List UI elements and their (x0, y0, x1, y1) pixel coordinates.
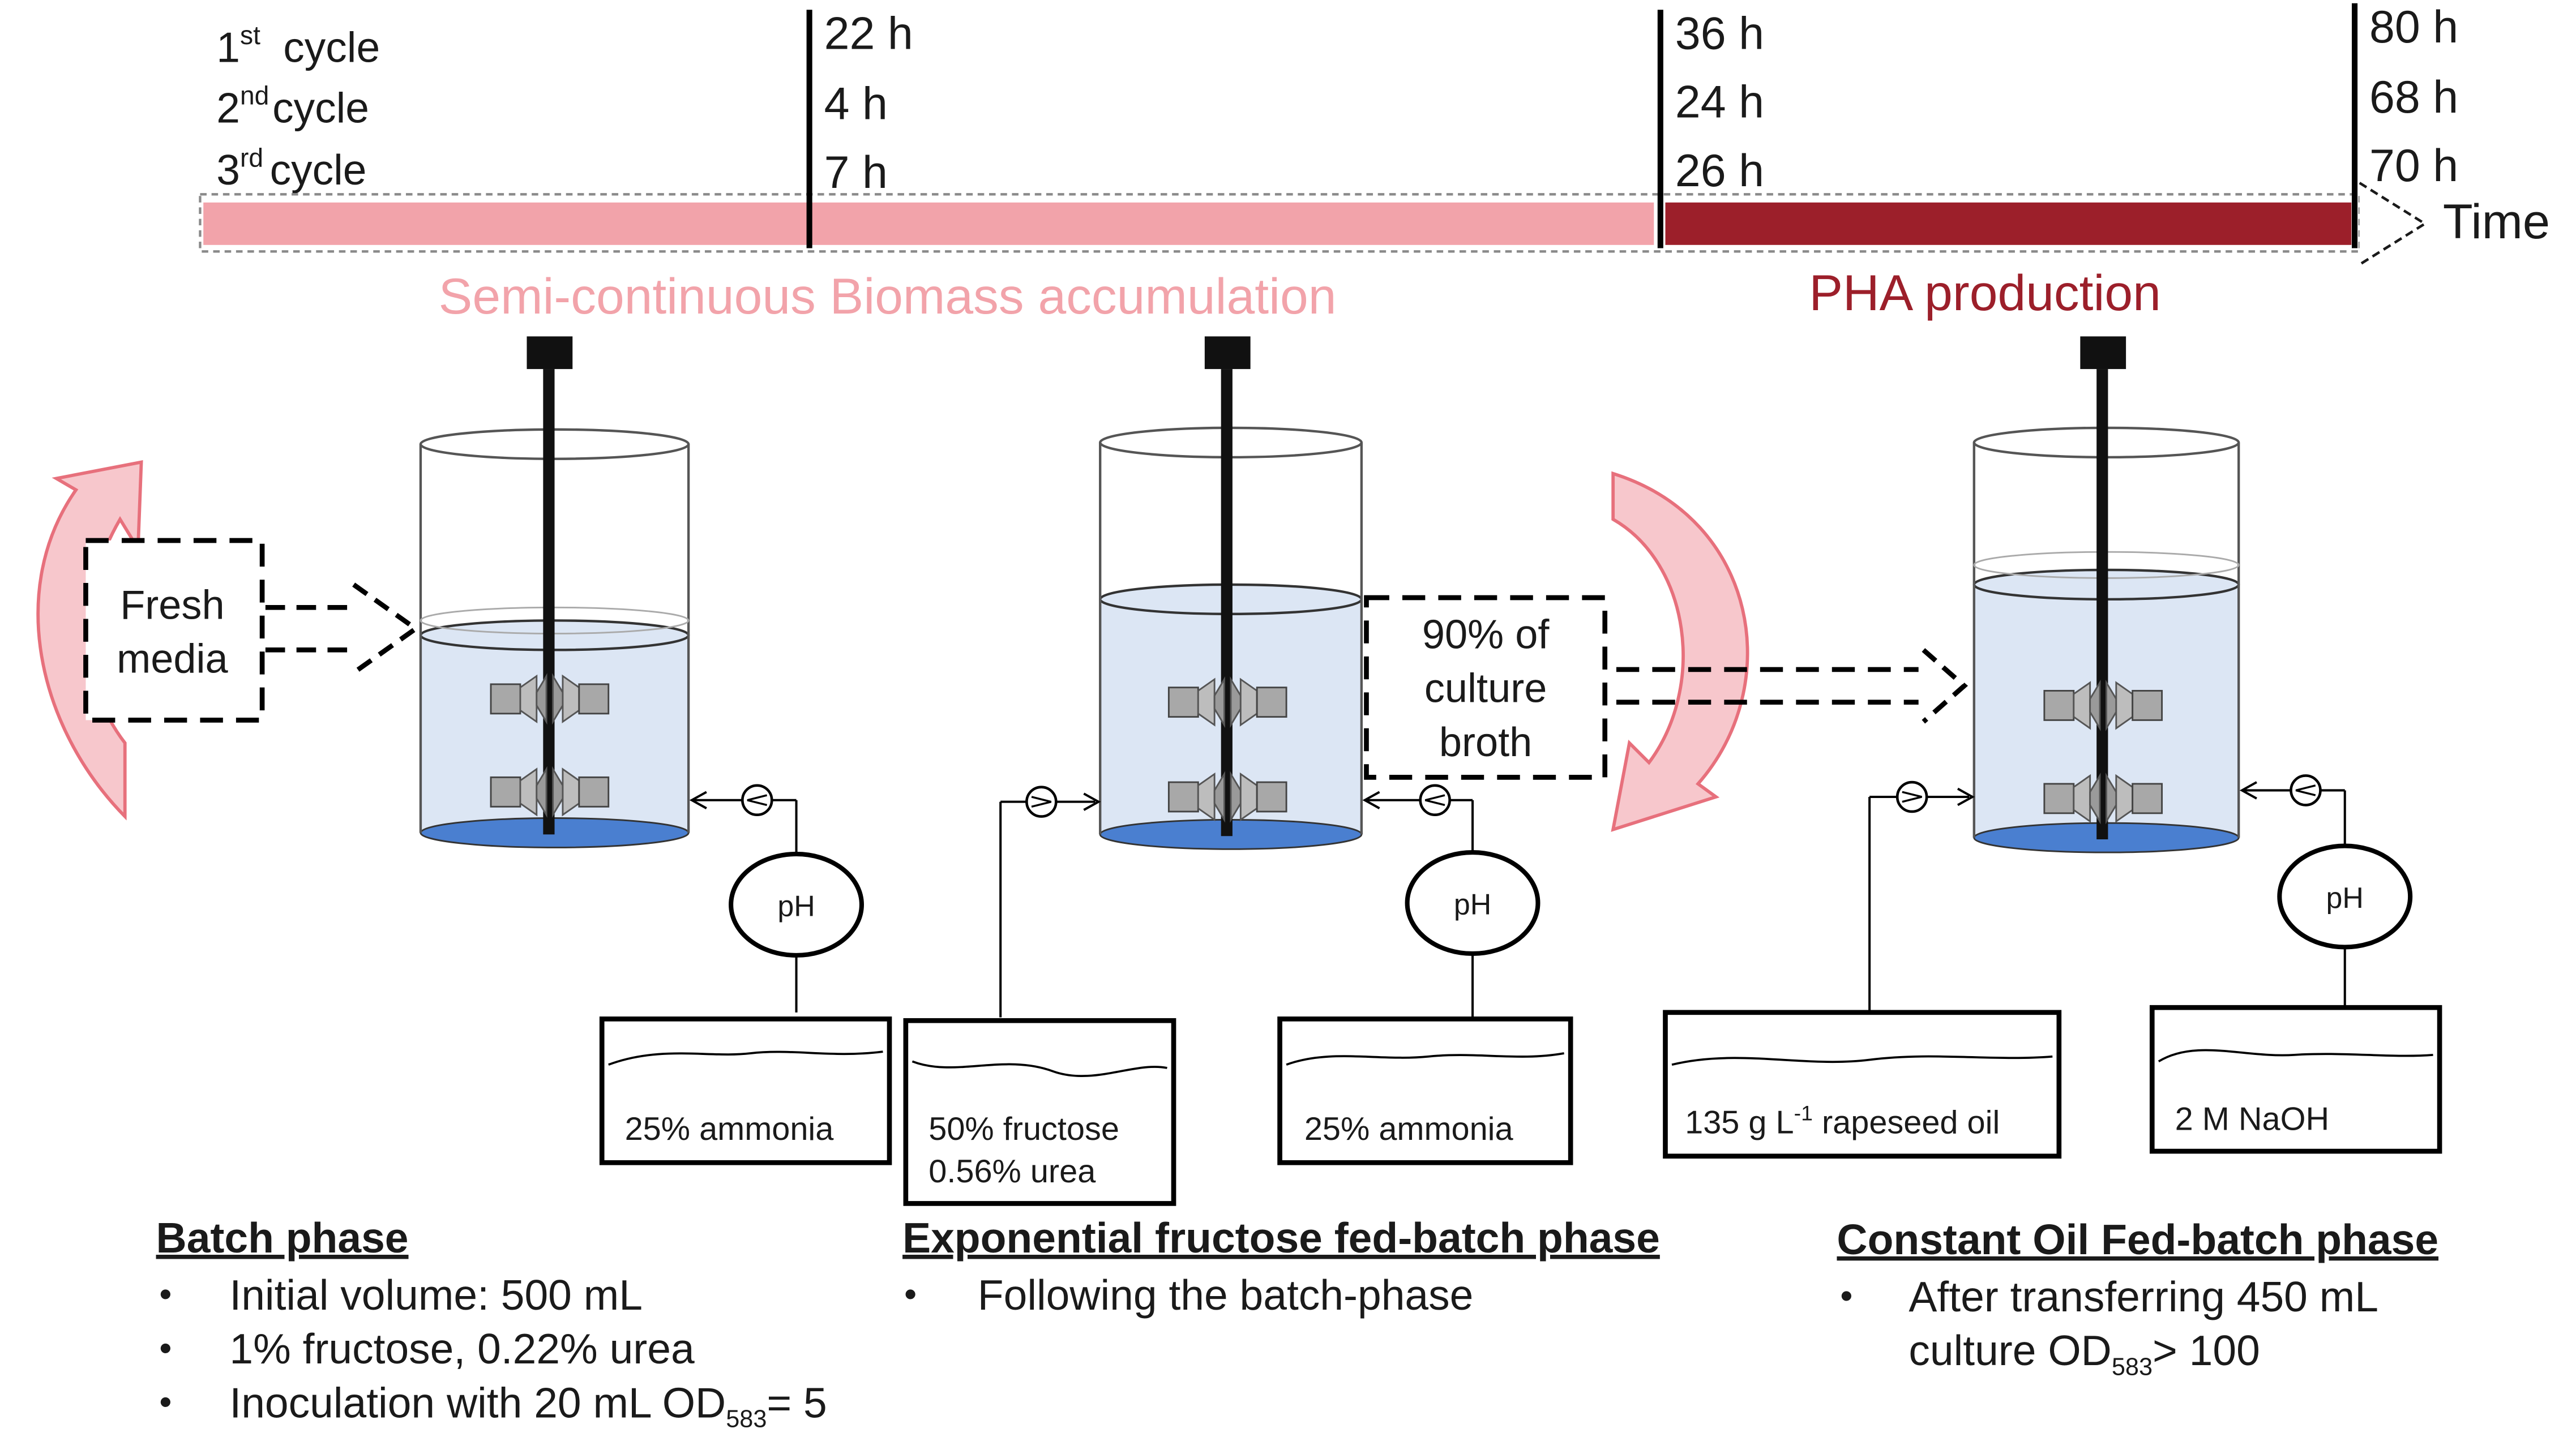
ph-sensor-3: pH (2277, 843, 2413, 950)
svg-text:After transferring 450 mL: After transferring 450 mL (1909, 1273, 2378, 1320)
oil-feed-line (1868, 787, 1975, 1011)
svg-text:pH: pH (777, 890, 815, 923)
oil-phase-title: Constant Oil Fed-batch phase (1837, 1216, 2438, 1263)
duration-1-third: 80 h (2369, 2, 2458, 53)
svg-text:0.56% urea: 0.56% urea (928, 1153, 1096, 1190)
duration-3-second: 26 h (1675, 145, 1764, 196)
duration-2-first: 4 h (824, 79, 888, 130)
feed-bottle-naoh: 2 M NaOH (2149, 1005, 2442, 1154)
svg-text:50% fructose: 50% fructose (928, 1111, 1119, 1147)
batch-phase-title: Batch phase (156, 1214, 409, 1262)
svg-text:135 g L-1 rapeseed oil: 135 g L-1 rapeseed oil (1685, 1101, 2000, 1140)
biomass-phase-title: Semi-continuous Biomass accumulation (439, 268, 1337, 324)
time-label: Time (2443, 195, 2550, 249)
svg-text:broth: broth (1439, 720, 1532, 765)
feed-bottle-ammonia-1: 25% ammonia (599, 1016, 892, 1165)
svg-text:•: • (159, 1383, 172, 1422)
ph-loop-3 (2239, 781, 2346, 1008)
time-arrow-head (2359, 182, 2428, 266)
duration-3-first: 7 h (824, 147, 888, 198)
svg-text:Inoculation with 20 mL OD583=: Inoculation with 20 mL OD583= 5 (229, 1379, 827, 1432)
svg-text:Initial volume: 500 mL: Initial volume: 500 mL (229, 1271, 643, 1319)
oil-phase-description: Constant Oil Fed-batch phase • After tra… (1837, 1216, 2438, 1381)
svg-text:90% of: 90% of (1422, 612, 1550, 657)
pump-icon-4 (1897, 782, 1927, 812)
svg-text:•: • (159, 1328, 172, 1368)
fresh-media-arrow-icon (265, 582, 420, 675)
duration-3-third: 70 h (2369, 140, 2458, 191)
transfer-arrow-icon (1616, 648, 1969, 724)
svg-text:pH: pH (2326, 882, 2364, 915)
reactor-3 (1972, 336, 2240, 853)
ph-sensor-1: pH (729, 851, 864, 958)
svg-text:1% fructose, 0.22% urea: 1% fructose, 0.22% urea (229, 1325, 695, 1372)
duration-2-second: 24 h (1675, 77, 1764, 128)
pha-phase-title: PHA production (1809, 264, 2160, 321)
svg-text:media: media (117, 637, 228, 682)
pump-icon-1 (742, 786, 772, 815)
exponential-phase-title: Exponential fructose fed-batch phase (902, 1214, 1660, 1262)
svg-text:Fresh: Fresh (120, 583, 224, 628)
svg-text:2 M NaOH: 2 M NaOH (2175, 1101, 2329, 1138)
svg-text:•: • (1840, 1276, 1852, 1316)
feed-bottle-rapeseed-oil: 135 g L-1 rapeseed oil (1663, 1010, 2062, 1159)
svg-text:culture: culture (1424, 666, 1547, 711)
batch-phase-description: Batch phase • Initial volume: 500 mL • 1… (156, 1214, 827, 1433)
exponential-phase-description: Exponential fructose fed-batch phase • F… (902, 1214, 1660, 1319)
pha-phase-bar (1665, 202, 2352, 245)
svg-text:Following the batch-phase: Following the batch-phase (978, 1271, 1474, 1319)
ph-sensor-2: pH (1405, 850, 1541, 956)
duration-1-second: 36 h (1675, 8, 1764, 59)
svg-text:pH: pH (1454, 889, 1491, 921)
fresh-media-box: Fresh media (83, 538, 265, 723)
fructose-feed-line (999, 792, 1101, 1018)
svg-text:culture OD583> 100: culture OD583> 100 (1909, 1327, 2260, 1380)
svg-text:•: • (159, 1275, 172, 1314)
svg-text:25% ammonia: 25% ammonia (625, 1111, 835, 1147)
recycle-arrow-right-icon (1611, 471, 1749, 832)
biomass-phase-bar (203, 202, 1654, 245)
ph-loop-1 (689, 791, 798, 1013)
duration-2-third: 68 h (2369, 72, 2458, 123)
feed-bottle-fructose: 50% fructose 0.56% urea (903, 1018, 1176, 1206)
feed-bottle-ammonia-2: 25% ammonia (1277, 1016, 1573, 1165)
reactor-2 (1099, 336, 1363, 850)
culture-broth-box: 90% of culture broth (1364, 595, 1608, 780)
duration-1-first: 22 h (824, 8, 913, 59)
pump-icon-5 (2291, 775, 2321, 805)
pump-icon-3 (1420, 786, 1450, 815)
svg-text:25% ammonia: 25% ammonia (1304, 1111, 1514, 1147)
ph-loop-2 (1362, 791, 1474, 1018)
reactor-1 (419, 336, 690, 848)
svg-text:•: • (904, 1275, 917, 1314)
pump-icon-2 (1026, 787, 1056, 817)
